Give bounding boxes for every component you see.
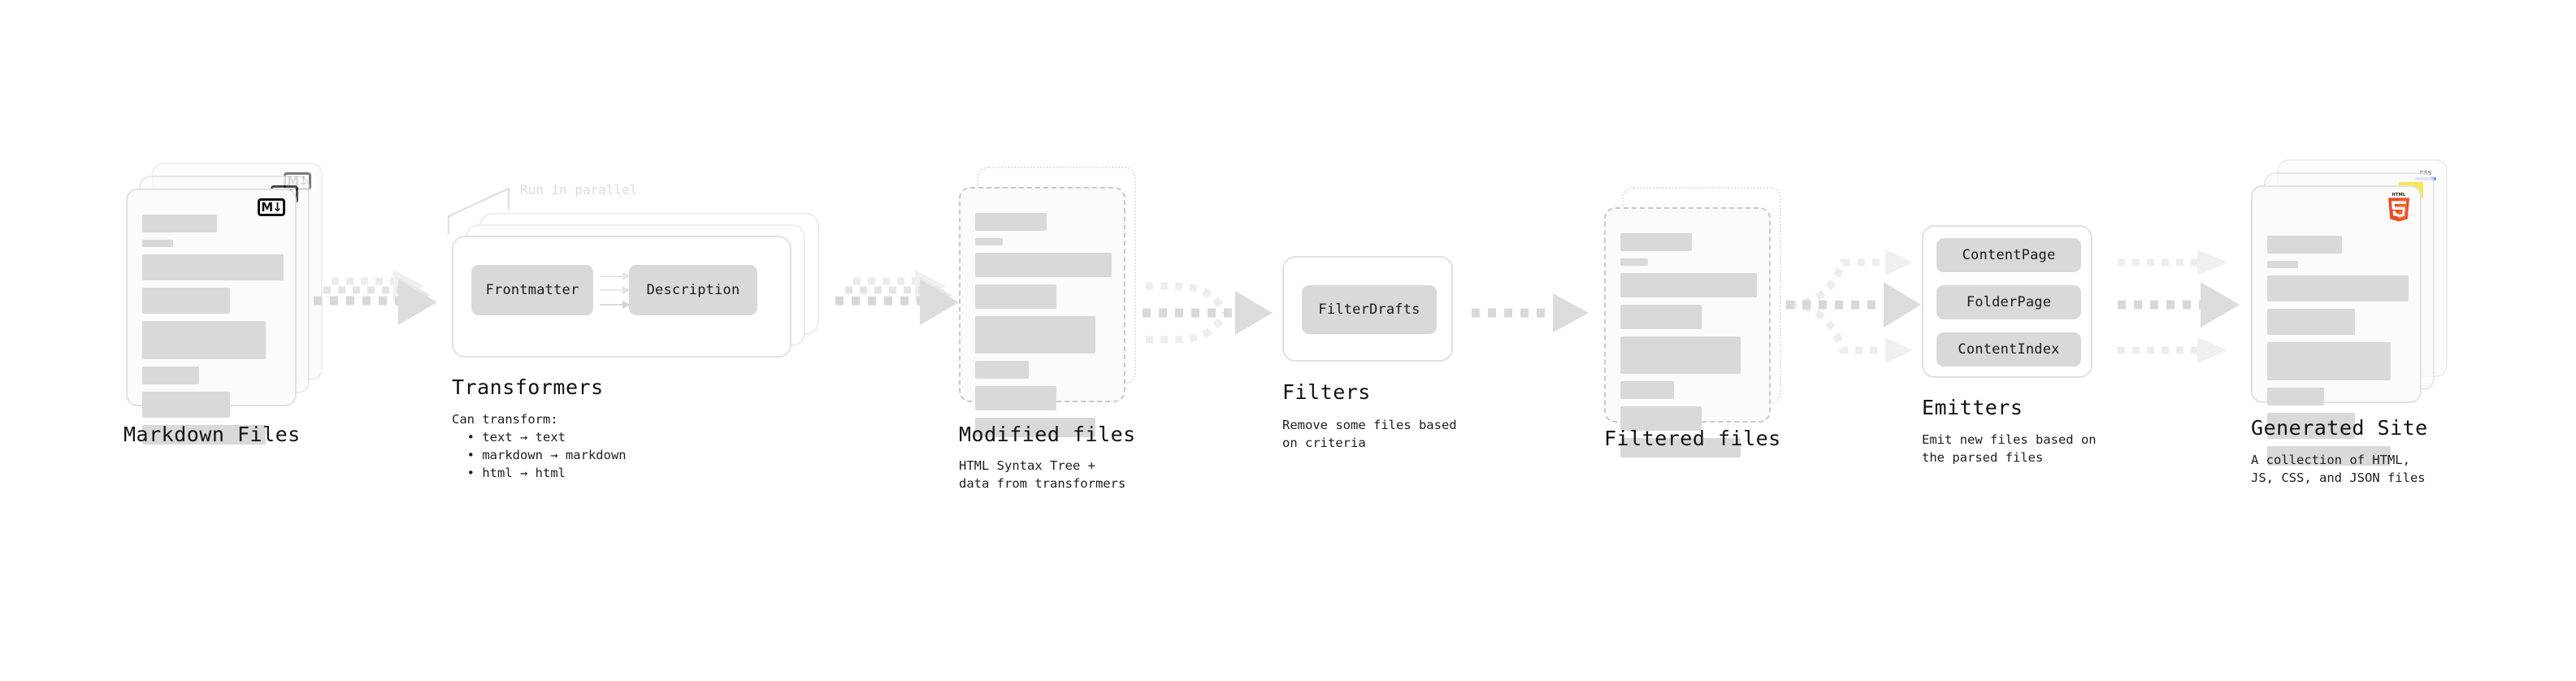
stage-subtitle-generated-site: A collection of HTML, JS, CSS, and JSON … <box>2251 453 2426 485</box>
connector-transformers-to-modified <box>829 268 991 353</box>
transformer-chip-description[interactable]: Description <box>629 265 757 315</box>
stage-title-filtered-files: Filtered files <box>1604 427 1781 450</box>
filters-card[interactable]: FilterDrafts <box>1282 256 1453 362</box>
markdown-icon: M↓ <box>258 198 285 216</box>
stage-title-markdown-files: Markdown Files <box>124 423 301 446</box>
markdown-badge-front: M↓ <box>258 198 285 216</box>
skeleton-lines <box>142 215 284 452</box>
connector-emitters-to-site <box>2110 232 2272 381</box>
connector-modified-to-filters <box>1136 244 1290 377</box>
markdown-file-card-front: M↓ <box>126 189 297 445</box>
emitters-card[interactable]: ContentPage FolderPage ContentIndex <box>1922 225 2092 378</box>
stage-subtitle-transformers: Can transform: • text → text • markdown … <box>452 412 627 480</box>
connector-filters-to-filtered <box>1467 288 1605 340</box>
transformer-card-front[interactable]: Frontmatter Description <box>452 236 791 358</box>
stage-title-generated-site: Generated Site <box>2251 416 2428 440</box>
skeleton-lines <box>975 213 1112 445</box>
stage-title-transformers: Transformers <box>452 375 604 399</box>
stage-subtitle-filters: Remove some files based on criteria <box>1282 418 1457 450</box>
run-in-parallel-hint: Run in parallel <box>520 182 638 197</box>
svg-text:HTML: HTML <box>2392 193 2406 197</box>
skeleton-lines <box>2267 236 2409 473</box>
stage-subtitle-modified-files: HTML Syntax Tree + data from transformer… <box>959 458 1126 491</box>
transformer-chip-frontmatter[interactable]: Frontmatter <box>471 265 593 315</box>
stage-title-filters: Filters <box>1282 380 1371 404</box>
stage-title-modified-files: Modified files <box>959 423 1136 446</box>
html5-badge-wrap: HTML <box>2386 192 2412 226</box>
html5-icon: HTML <box>2388 193 2409 222</box>
transform-arrows-icon <box>600 272 631 309</box>
connector-md-to-transformers <box>307 268 470 353</box>
filter-chip-filterdrafts[interactable]: FilterDrafts <box>1302 285 1437 334</box>
skeleton-lines <box>1620 233 1757 465</box>
connector-filtered-to-emitters <box>1780 232 1942 381</box>
site-file-card-front: HTML <box>2251 185 2422 466</box>
filtered-file-card-front <box>1604 207 1771 458</box>
modified-file-card-front <box>959 187 1125 437</box>
emitter-chip-contentpage[interactable]: ContentPage <box>1936 238 2081 272</box>
parallel-bracket <box>447 187 510 234</box>
emitter-chip-folderpage[interactable]: FolderPage <box>1936 285 2081 319</box>
emitter-chip-contentindex[interactable]: ContentIndex <box>1936 332 2081 367</box>
stage-title-emitters: Emitters <box>1922 396 2023 419</box>
stage-subtitle-emitters: Emit new files based on the parsed files <box>1922 432 2097 465</box>
